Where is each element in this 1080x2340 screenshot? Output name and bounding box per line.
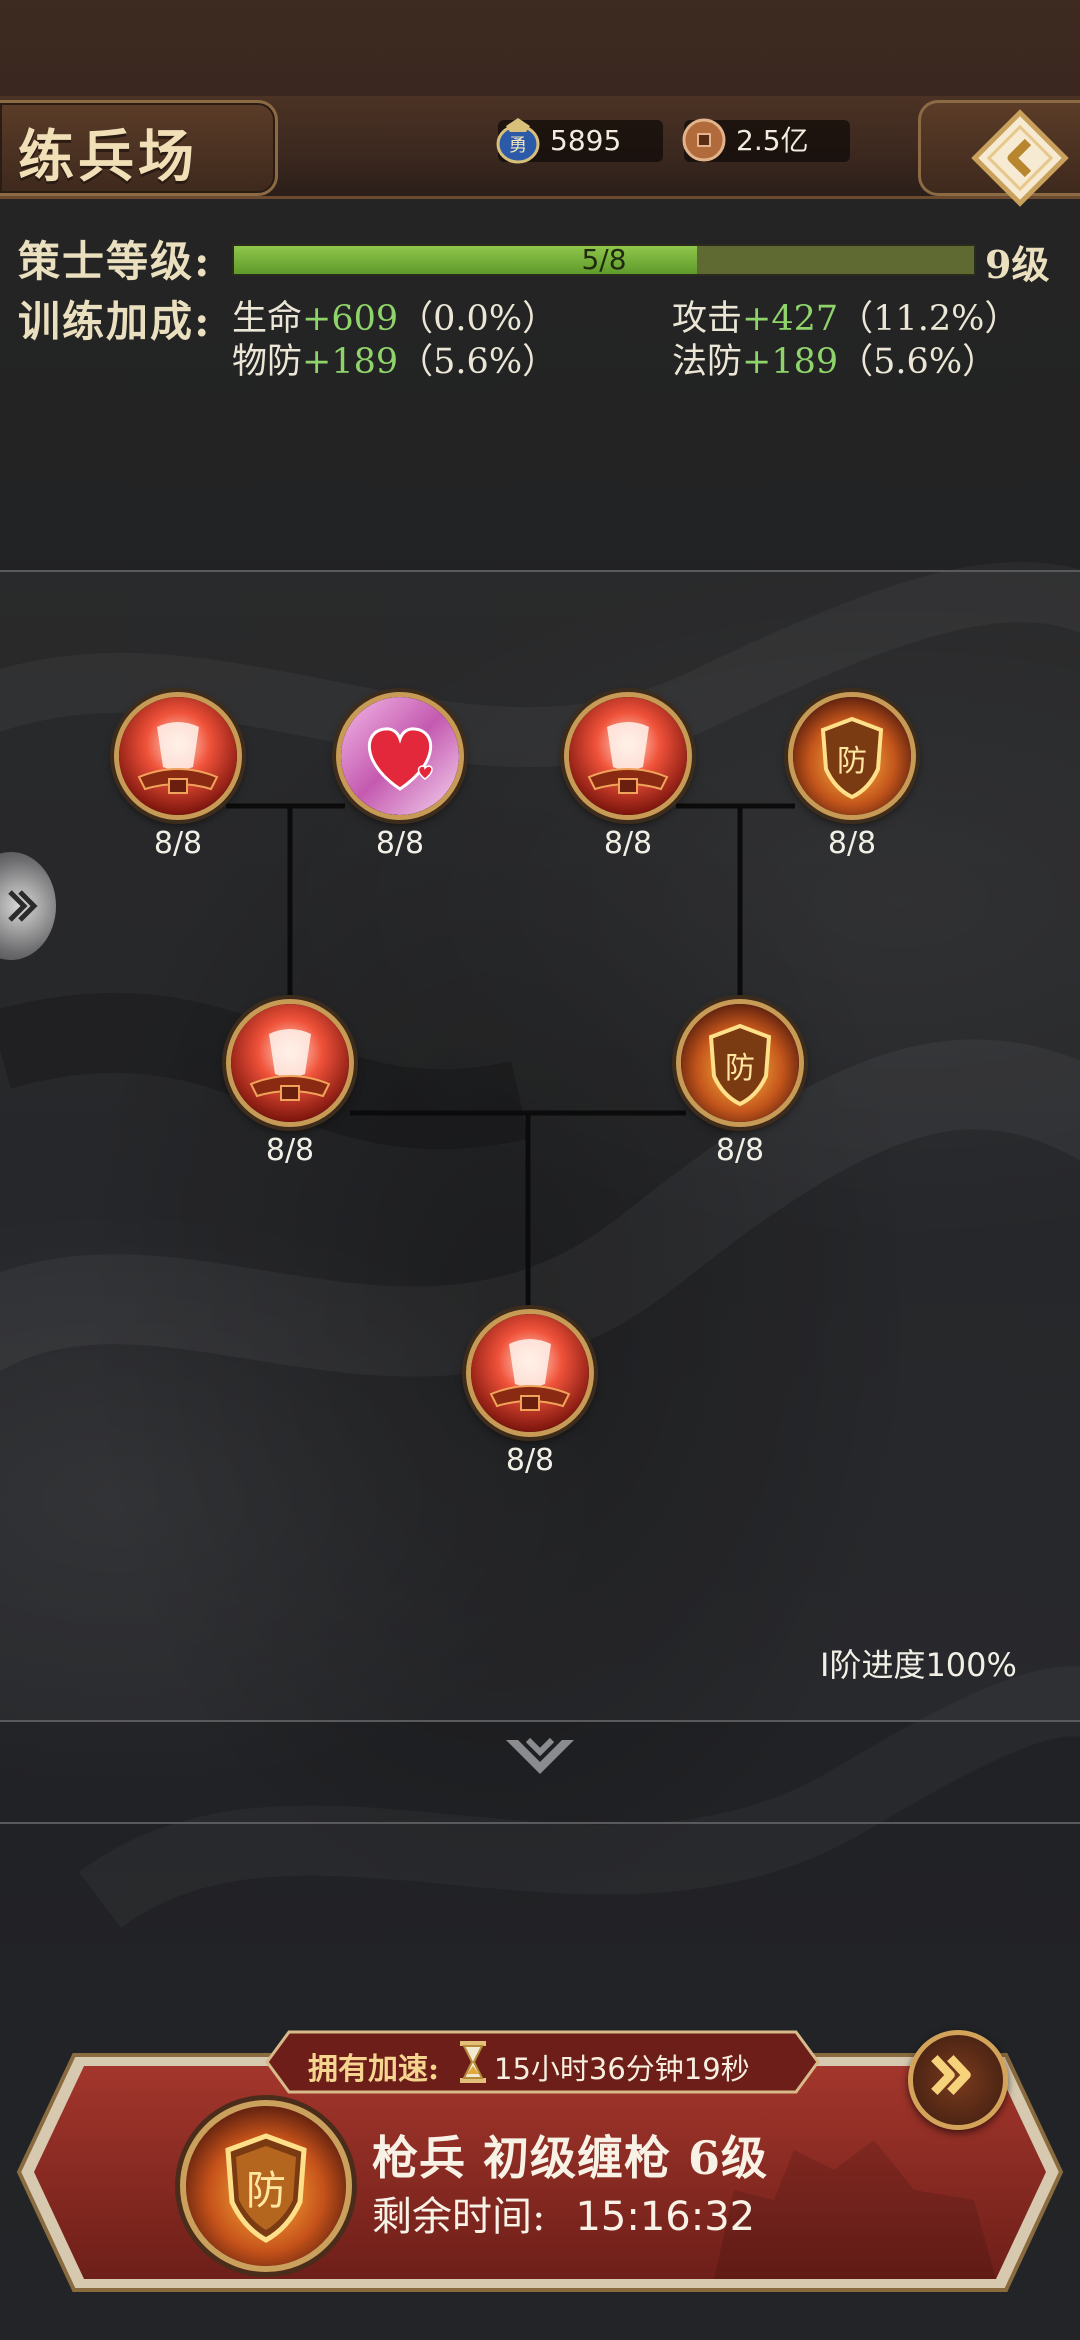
chevron-down-icon	[506, 1737, 574, 1774]
attack-lantern-icon	[119, 697, 237, 815]
tree-node[interactable]	[226, 999, 354, 1127]
current-unit-icon[interactable]: 防	[180, 2100, 352, 2272]
copper-coin-icon	[682, 118, 726, 162]
level-label: 策士等级:	[18, 237, 212, 286]
heart-hp-icon	[341, 697, 459, 815]
tree-node[interactable]	[564, 692, 692, 820]
bonus-attack: 攻击+427（11.2%）	[672, 299, 1020, 339]
tree-node-count: 8/8	[265, 1133, 315, 1168]
medal-resource[interactable]: 勇 5895	[496, 118, 663, 164]
attack-lantern-icon	[231, 1004, 349, 1122]
medal-value: 5895	[550, 124, 622, 157]
defense-shield-icon: 防	[681, 1004, 799, 1122]
svg-text:防: 防	[725, 1051, 755, 1086]
level-progress-fill	[234, 246, 697, 274]
defense-shield-icon: 防	[793, 697, 911, 815]
level-progress-bar: 5/8	[232, 244, 976, 276]
speed-up-button[interactable]	[908, 2030, 1008, 2130]
tree-node-count: 8/8	[827, 826, 877, 861]
hourglass-icon	[460, 2041, 486, 2083]
page-title: 练兵场	[18, 124, 198, 190]
tree-node-count: 8/8	[715, 1133, 765, 1168]
medal-token-icon: 勇	[496, 118, 540, 164]
chevron-right-icon	[8, 890, 38, 922]
tree-node[interactable]: 防	[788, 692, 916, 820]
defense-shield-icon: 防	[186, 2106, 346, 2266]
back-button[interactable]	[966, 104, 1074, 212]
training-tree-panel	[0, 570, 1080, 1722]
remaining-time: 剩余时间:15:16:32	[372, 2194, 756, 2240]
tree-node[interactable]	[336, 692, 464, 820]
speed-plate	[265, 2030, 820, 2094]
tree-node[interactable]	[466, 1309, 594, 1437]
tree-node-count: 8/8	[603, 826, 653, 861]
bonus-magic-def: 法防+189（5.6%）	[672, 342, 998, 382]
speed-value: 15小时36分钟19秒	[494, 2052, 750, 2086]
level-progress-text: 5/8	[581, 243, 627, 276]
collapse-button[interactable]	[500, 1730, 580, 1790]
attack-lantern-icon	[569, 697, 687, 815]
svg-text:防: 防	[837, 744, 867, 779]
bonus-hp: 生命+609（0.0%）	[232, 299, 558, 339]
svg-text:勇: 勇	[509, 135, 527, 156]
bonus-phys-def: 物防+189（5.6%）	[232, 342, 558, 382]
attack-lantern-icon	[471, 1314, 589, 1432]
double-chevron-right-icon	[931, 2055, 971, 2095]
status-bar	[0, 0, 1080, 96]
tree-node[interactable]	[114, 692, 242, 820]
tier-progress-label: I阶进度100%	[820, 1646, 1017, 1684]
unit-name: 枪兵 初级缠枪 6级	[372, 2131, 769, 2185]
tree-node-count: 8/8	[505, 1443, 555, 1478]
back-arrow-icon	[971, 109, 1069, 207]
tree-node-count: 8/8	[375, 826, 425, 861]
speed-label: 拥有加速:	[308, 2052, 440, 2087]
tree-node-count: 8/8	[153, 826, 203, 861]
divider	[0, 1822, 1080, 1824]
coin-resource[interactable]: 2.5亿	[682, 118, 850, 162]
bonus-label: 训练加成:	[18, 297, 212, 346]
title-plate	[0, 100, 278, 196]
side-expand-tab[interactable]	[0, 852, 56, 960]
coin-value: 2.5亿	[736, 124, 809, 157]
level-value: 9级	[985, 242, 1050, 287]
svg-text:防: 防	[246, 2168, 286, 2214]
tree-node[interactable]: 防	[676, 999, 804, 1127]
